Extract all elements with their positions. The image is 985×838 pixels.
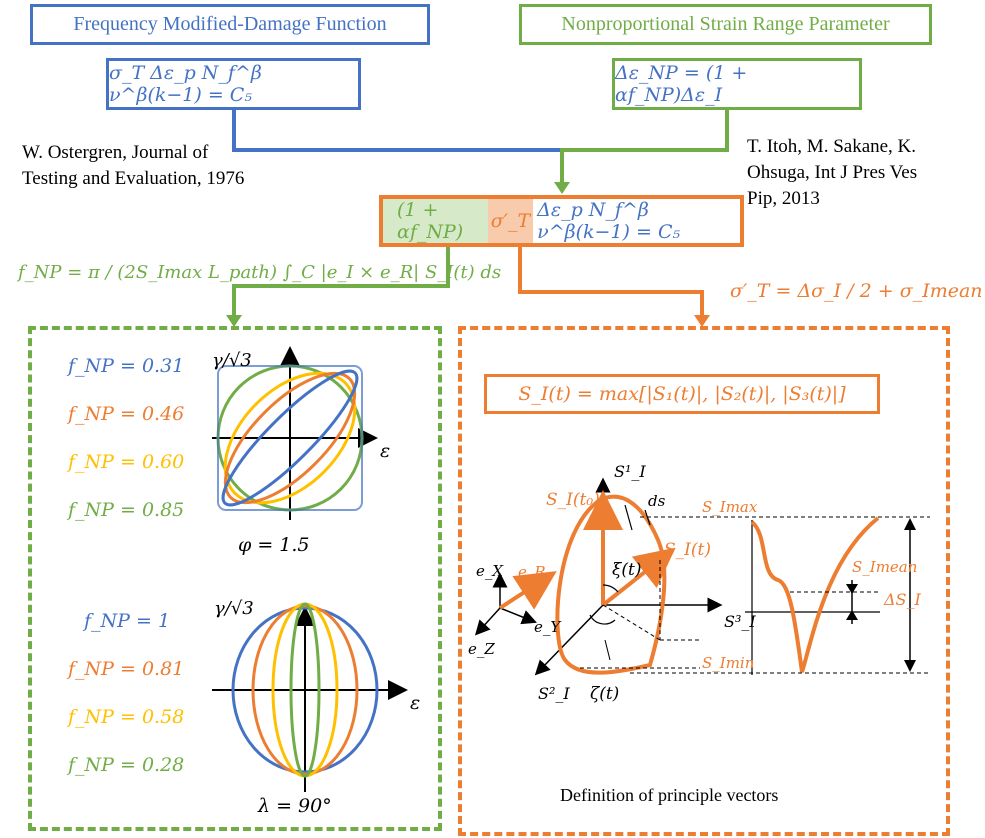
plot1-labels: f_NP = 0.31 f_NP = 0.46 f_NP = 0.60 f_NP… [68,355,184,547]
combined-equation-sigma: σ′_T [487,199,534,243]
plot1-loop-gold [223,371,357,505]
reference-ostergren-line1: W. Ostergren, Journal of [22,142,209,163]
vector-si-t [601,547,676,607]
label-er: e_R [518,563,546,581]
plot2-ylabel: γ/√3 [214,598,254,619]
plot2-labels: f_NP = 1 f_NP = 0.81 f_NP = 0.58 f_NP = … [68,610,184,802]
history-curve [750,516,880,673]
plot1-ylabel: γ/√3 [212,350,252,371]
reference-ostergren: W. Ostergren, Journal of Testing and Eva… [22,140,302,192]
label-si-t: S_I(t) [664,540,711,560]
plot1-label-2: f_NP = 0.60 [68,451,185,473]
plot2-label-1: f_NP = 0.81 [68,658,185,680]
combined-prefix-text: (1 + αf_NP) [397,199,464,243]
range-arrow-top [904,518,916,530]
strain-range-title-text: Nonproportional Strain Range Parameter [561,13,890,35]
damage-function-title-text: Frequency Modified-Damage Function [73,13,387,35]
label-simin: S_Imin [702,654,755,672]
axis-s2 [534,604,604,676]
diagram-caption: Definition of principle vectors [560,785,779,805]
plot1-loop-frame [217,365,363,511]
range-arrow-bottom [904,660,916,672]
reference-itoh-line3: Pip, 2013 [747,188,820,209]
label-ex: e_X [476,562,504,580]
plot2-label-3: f_NP = 0.28 [68,754,185,776]
mean-arrow-bottom [846,610,858,620]
axis-ez [474,607,501,636]
label-zeta: ζ(t) [590,684,620,704]
label-s1: S¹_I [614,462,646,481]
plot2-label-2: f_NP = 0.58 [68,706,185,728]
plot2-loop-orange [251,604,359,776]
plot1-label-1: f_NP = 0.46 [68,403,185,425]
si-definition-box: S_I(t) = max[|S₁(t)|, |S₂(t)|, |S₃(t)|] [484,374,880,414]
label-xi: ξ(t) [612,560,642,580]
plot1-xlabel: ε [380,440,391,462]
plot2-xlabel: ε [410,692,421,714]
combined-equation-box: (1 + αf_NP) σ′_T Δε_p N_f^β ν^β(k−1) = C… [379,195,744,247]
plot1-loop-orange [223,371,357,505]
zeta-leader [604,639,611,661]
label-simax: S_Imax [702,498,758,516]
plot1-label-0: f_NP = 0.31 [68,355,185,377]
damage-equation-box: σ_T Δε_p N_f^β ν^β(k−1) = C₅ [106,58,361,110]
plot2-param: λ = 90° [258,795,332,817]
plot2-loop-green [289,602,321,778]
left-panel [28,326,442,831]
xi-arc [602,584,619,593]
mean-arrow-top [846,584,858,594]
fnp-definition: f_NP = π / (2S_Imax L_path) ∫_C |e_I × e… [18,262,502,283]
si-definition: S_I(t) = max[|S₁(t)|, |S₂(t)|, |S₃(t)|] [518,383,846,405]
reference-itoh-line2: Ohsuga, Int J Pres Ves [747,162,918,183]
plot1-label-3: f_NP = 0.85 [68,499,185,521]
reference-itoh-line1: T. Itoh, M. Sakane, K. [747,136,917,157]
combined-equation-rest: Δε_p N_f^β ν^β(k−1) = C₅ [533,199,740,243]
axis-ey [499,607,537,625]
label-simean: S_Imean [852,558,918,576]
strain-range-title: Nonproportional Strain Range Parameter [519,4,932,45]
label-s2: S²_I [538,684,570,703]
strain-equation-box: Δε_NP = (1 + αf_NP)Δε_I [612,58,862,110]
plot2-loop-blue [231,606,379,774]
plot1-loop-blue [221,369,359,507]
plot2-label-0: f_NP = 1 [84,610,171,632]
combined-sigma-text: σ′_T [490,210,531,232]
strain-equation: Δε_NP = (1 + αf_NP)Δε_I [615,62,748,106]
plot1-param: φ = 1.5 [238,534,310,556]
label-si-t0: S_I(t₀) [546,490,600,510]
vector-er [498,571,557,610]
right-panel [458,326,950,836]
zeta-arc [589,614,616,625]
damage-equation: σ_T Δε_p N_f^β ν^β(k−1) = C₅ [109,62,262,106]
label-ez: e_Z [468,640,495,658]
reference-ostergren-line2: Testing and Evaluation, 1976 [22,168,245,189]
combined-rest-text: Δε_p N_f^β ν^β(k−1) = C₅ [537,199,681,243]
loading-path [555,494,667,675]
combined-equation-prefix: (1 + αf_NP) [383,199,488,243]
reference-itoh: T. Itoh, M. Sakane, K. Ohsuga, Int J Pre… [747,134,977,212]
label-dsi: ΔS_I [884,590,921,609]
label-s3: S³_I [724,612,756,631]
label-ds: ds [648,492,666,510]
sigma-definition: σ′_T = Δσ_I / 2 + σ_Imean [730,280,983,302]
label-ey: e_Y [534,618,561,636]
ds-tick-a [624,504,633,531]
damage-function-title: Frequency Modified-Damage Function [30,4,430,45]
